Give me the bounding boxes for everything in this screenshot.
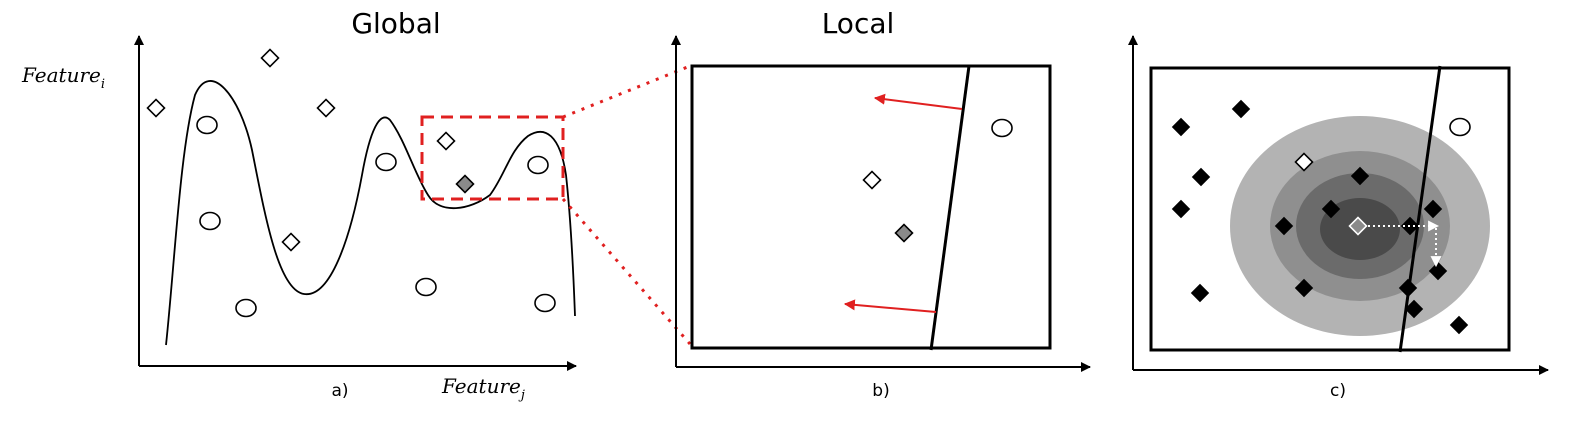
panel-global: Global Featurei Featurej bbox=[21, 7, 577, 403]
zoom-connectors bbox=[561, 64, 692, 345]
circle-markers bbox=[196, 115, 556, 318]
black-diamond-marker bbox=[1350, 166, 1370, 186]
white-diamond-markers bbox=[146, 48, 456, 252]
circle-marker bbox=[991, 118, 1013, 138]
panel-global-axes bbox=[134, 35, 577, 371]
gray-diamond-marker bbox=[894, 223, 914, 243]
black-diamond-marker bbox=[1404, 299, 1424, 319]
gray-diamond-marker bbox=[1348, 216, 1368, 236]
circle-marker bbox=[527, 155, 549, 175]
black-diamond-marker bbox=[1191, 167, 1211, 187]
y-axis-label: Featurei bbox=[21, 63, 105, 92]
black-diamond-marker bbox=[1449, 315, 1469, 335]
svg-text:Featurej: Featurej bbox=[441, 374, 525, 403]
circle-marker bbox=[415, 277, 437, 297]
black-diamond-marker bbox=[1231, 99, 1251, 119]
black-diamond-marker bbox=[1321, 199, 1341, 219]
red-arrow-bottom bbox=[843, 299, 937, 313]
black-diamond-marker bbox=[1274, 216, 1294, 236]
panel-sampling-axes bbox=[1128, 35, 1549, 375]
circle-marker bbox=[534, 293, 556, 313]
black-diamond-marker bbox=[1398, 278, 1418, 298]
white-diamond-marker bbox=[260, 48, 280, 68]
local-zoom-frame bbox=[690, 64, 1052, 350]
perturbation-arrows bbox=[1368, 220, 1442, 268]
white-diamond-marker bbox=[862, 170, 882, 190]
circle-marker bbox=[196, 115, 218, 135]
panel-local-axes bbox=[671, 35, 1091, 372]
panel-global-title: Global bbox=[351, 7, 440, 40]
svg-text:Featurei: Featurei bbox=[21, 63, 105, 92]
black-diamond-marker bbox=[1171, 117, 1191, 137]
x-axis-label: Featurej bbox=[441, 374, 525, 403]
circle-marker bbox=[235, 298, 257, 318]
panel-global-caption: a) bbox=[331, 381, 348, 401]
zoom-region-box bbox=[420, 115, 565, 201]
local-linear-boundary bbox=[929, 65, 971, 351]
black-diamond-marker bbox=[1423, 199, 1443, 219]
zoom-connector-bottom bbox=[561, 198, 692, 345]
white-diamond-marker bbox=[281, 232, 301, 252]
zoom-connector-top bbox=[562, 64, 691, 119]
panel-local: Local b) bbox=[671, 7, 1091, 401]
black-diamond-marker bbox=[1190, 283, 1210, 303]
panel-sampling-caption: c) bbox=[1330, 381, 1346, 401]
black-diamond-marker bbox=[1294, 278, 1314, 298]
panel-local-title: Local bbox=[822, 7, 895, 40]
decision-boundary-curve bbox=[165, 80, 576, 346]
white-diamond-marker bbox=[316, 98, 336, 118]
black-diamond-markers bbox=[1171, 99, 1469, 335]
white-diamond-marker bbox=[146, 98, 166, 118]
sampling-linear-boundary bbox=[1398, 65, 1442, 353]
white-diamond-marker bbox=[436, 131, 456, 151]
panel-local-caption: b) bbox=[872, 381, 889, 401]
circle-marker bbox=[375, 152, 397, 172]
panel-sampling: c) bbox=[1128, 35, 1549, 401]
gray-diamond-marker bbox=[455, 174, 475, 194]
circle-marker bbox=[1449, 117, 1471, 137]
black-diamond-marker bbox=[1171, 199, 1191, 219]
red-arrow-top bbox=[873, 93, 963, 110]
circle-marker bbox=[199, 211, 221, 231]
white-diamond-marker bbox=[1294, 152, 1314, 172]
